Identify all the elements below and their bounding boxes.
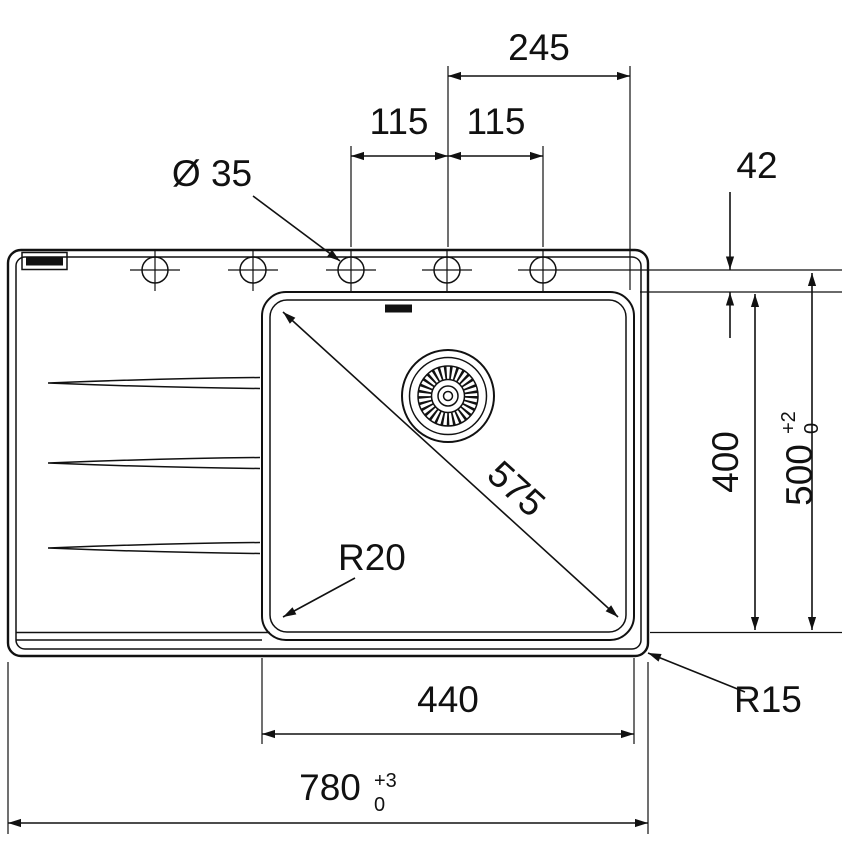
- logo-plate: [21, 251, 68, 271]
- dim-dia35-label: Ø 35: [172, 153, 252, 194]
- dim-diameter-35: Ø 35: [172, 153, 341, 262]
- leader-line: [252, 195, 341, 262]
- bowl-outer-edge: [261, 291, 635, 641]
- dim-500-label: 500: [779, 444, 820, 506]
- dim-r20: R20: [282, 537, 406, 618]
- bowl-inner-edge: [269, 299, 627, 633]
- dim-440-label: 440: [417, 679, 479, 720]
- leader-line: [282, 577, 356, 618]
- dim-500: 500 +2 0: [778, 273, 823, 630]
- drain-strainer: [401, 349, 495, 443]
- dim-245-label: 245: [508, 27, 570, 68]
- dim-780-label: 780: [299, 767, 361, 808]
- tap-holes: [130, 249, 568, 291]
- dim-r15-label: R15: [734, 679, 802, 720]
- dim-575-label: 575: [480, 453, 553, 525]
- sink-body: [6, 248, 650, 658]
- dim-245: 245: [447, 27, 631, 290]
- tap-hole-3: [326, 249, 376, 291]
- dimension-line: [282, 311, 619, 618]
- tap-hole-1: [130, 249, 180, 291]
- leader-line: [647, 652, 746, 693]
- dim-780-tol-upper: +3: [374, 770, 397, 792]
- logo-plate-frame: [21, 251, 68, 271]
- dim-780: 780 +3 0: [7, 662, 649, 834]
- dim-500-tol-lower: 0: [801, 423, 823, 434]
- dim-42-label: 42: [736, 145, 777, 186]
- dim-500-tol-upper: +2: [778, 411, 800, 434]
- groove-3: [47, 541, 261, 555]
- dim-115-pair: 115 115: [350, 101, 544, 247]
- dim-r15: R15: [647, 652, 802, 720]
- dim-115-right-label: 115: [467, 101, 526, 142]
- logo-plate-mark: [26, 256, 63, 266]
- bowl: [261, 291, 635, 641]
- dim-r20-label: R20: [338, 537, 406, 578]
- groove-2: [47, 456, 261, 470]
- sink-outer-edge: [6, 248, 650, 658]
- dim-400-label: 400: [705, 431, 746, 493]
- groove-1: [47, 376, 261, 390]
- tap-hole-2: [228, 249, 278, 291]
- overflow-slot: [385, 304, 412, 313]
- dim-115-left-label: 115: [370, 101, 429, 142]
- sink-inner-edge: [15, 256, 642, 650]
- dim-780-tol-lower: 0: [374, 794, 385, 816]
- dim-42: 42: [568, 145, 842, 338]
- dim-440: 440: [261, 658, 635, 744]
- drainboard-grooves: [47, 376, 261, 555]
- tap-hole-5: [518, 249, 568, 291]
- tap-hole-4: [422, 249, 472, 291]
- dim-400: 400: [650, 294, 842, 634]
